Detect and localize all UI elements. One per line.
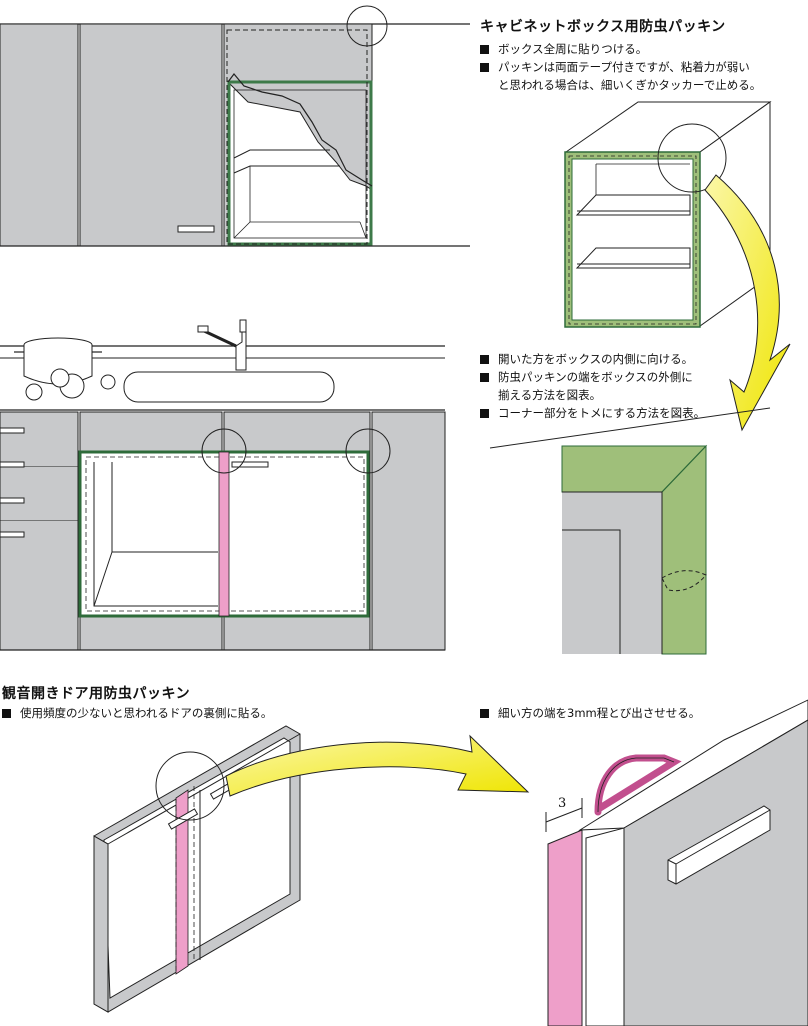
- corner-detail-illustration: [489, 407, 771, 655]
- cabinet-note-2: パッキンは両面テープ付きですが、粘着力が弱い: [480, 60, 750, 75]
- door-note-1: 使用頻度の少ないと思われるドアの裏側に貼る。: [2, 706, 272, 721]
- kitchen-counter-illustration: [0, 319, 446, 651]
- cabinet-box-perspective: [564, 101, 772, 328]
- cabinet-note-2-cont: と思われる場合は、細いくぎかタッカーで止める。: [498, 78, 762, 92]
- door-edge-detail: [545, 699, 808, 1026]
- door-packing-title: 観音開きドア用防虫パッキン: [2, 686, 191, 702]
- corner-note-2: 防虫パッキンの端をボックスの外側に: [480, 370, 693, 385]
- bullet-icon: [480, 45, 489, 54]
- double-door-illustration: [93, 725, 301, 1013]
- bullet-icon: [2, 709, 11, 718]
- corner-note-2-cont: 揃える方法を図表。: [498, 388, 602, 402]
- dimension-3mm-label: 3: [558, 796, 567, 811]
- bullet-icon: [480, 709, 489, 718]
- corner-note-1: 開いた方をボックスの内側に向ける。: [480, 352, 693, 367]
- yellow-arrow-door: [225, 734, 530, 797]
- cabinet-packing-title: キャビネットボックス用防虫パッキン: [480, 19, 726, 35]
- wall-cabinet-illustration: [0, 5, 470, 247]
- bullet-icon: [480, 63, 489, 72]
- bullet-icon: [480, 409, 489, 418]
- cabinet-note-1: ボックス全周に貼りつける。: [480, 42, 647, 57]
- bullet-icon: [480, 373, 489, 382]
- bullet-icon: [480, 355, 489, 364]
- yellow-arrow-corner: [704, 174, 791, 432]
- corner-note-3: コーナー部分をトメにする方法を図表。: [480, 406, 705, 421]
- tip-note-1: 細い方の端を3mm程とび出させせる。: [480, 706, 700, 721]
